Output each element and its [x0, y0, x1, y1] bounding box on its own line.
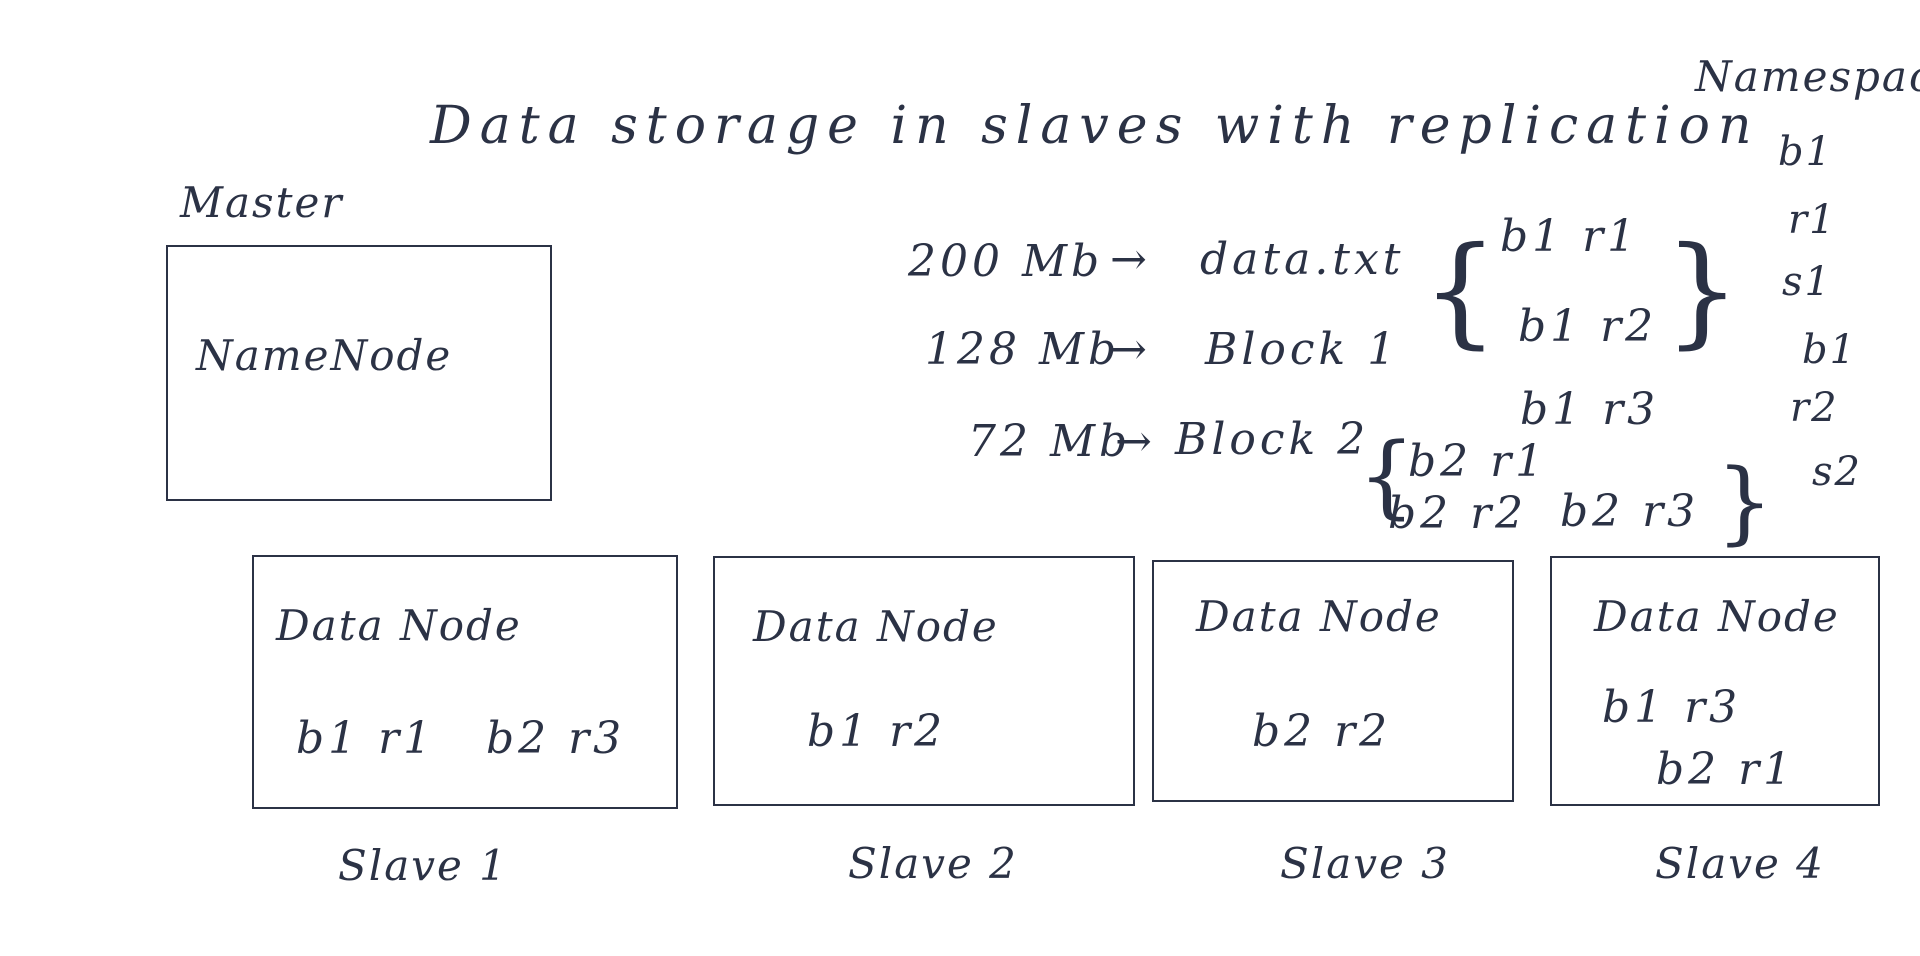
arrow-icon: →: [1110, 234, 1151, 285]
namenode-box: NameNode: [166, 245, 552, 501]
file-size: 72 Mb: [968, 416, 1132, 467]
left-brace-icon: {: [1422, 222, 1499, 361]
left-brace-icon: {: [1358, 424, 1416, 529]
namespace-entry: s2: [1812, 449, 1862, 495]
datanode-label: Data Node: [276, 601, 522, 650]
namespace-entry: b1: [1802, 327, 1858, 373]
datanode-label: Data Node: [1594, 592, 1840, 641]
file-target: data.txt: [1200, 234, 1405, 285]
block-replica: b2 r3: [486, 713, 626, 764]
block-replica: b1 r2: [807, 706, 947, 757]
namespace-entry: r1: [1788, 197, 1837, 243]
namespace-entry: b1: [1778, 129, 1834, 175]
file-target: Block 2: [1175, 414, 1370, 465]
datanode-box-slave-1: Data Node b1 r1 b2 r3: [252, 555, 678, 809]
datanode-label: Data Node: [1196, 592, 1442, 641]
replica-item: b1 r1: [1500, 211, 1640, 262]
namespace-entry: s1: [1782, 259, 1832, 305]
namenode-label: NameNode: [196, 331, 453, 380]
replica-item: b2 r3: [1560, 486, 1700, 537]
namespace-entry: r2: [1790, 385, 1839, 431]
arrow-icon: →: [1110, 324, 1151, 375]
slave-label: Slave 2: [848, 839, 1018, 888]
arrow-icon: →: [1115, 416, 1156, 467]
replica-item: b2 r2: [1388, 488, 1528, 539]
file-size: 200 Mb: [908, 236, 1104, 287]
block-replica: b1 r3: [1602, 682, 1742, 733]
block-replica: b1 r1: [296, 713, 436, 764]
replica-item: b1 r2: [1518, 301, 1658, 352]
datanode-box-slave-2: Data Node b1 r2: [713, 556, 1135, 806]
datanode-label: Data Node: [753, 602, 999, 651]
right-brace-icon: }: [1664, 222, 1741, 361]
namespace-label: Namespace: [1695, 52, 1920, 101]
block-replica: b2 r2: [1252, 706, 1392, 757]
file-size: 128 Mb: [925, 324, 1121, 375]
file-target: Block 1: [1205, 324, 1400, 375]
replica-item: b2 r1: [1408, 436, 1548, 487]
datanode-box-slave-3: Data Node b2 r2: [1152, 560, 1514, 802]
master-label: Master: [180, 178, 344, 227]
slave-label: Slave 4: [1655, 839, 1825, 888]
block-replica: b2 r1: [1656, 744, 1796, 795]
right-brace-icon: }: [1716, 450, 1774, 555]
slave-label: Slave 3: [1280, 839, 1450, 888]
diagram-title: Data storage in slaves with replication: [430, 96, 1760, 156]
replica-item: b1 r3: [1520, 384, 1660, 435]
datanode-box-slave-4: Data Node b1 r3 b2 r1: [1550, 556, 1880, 806]
slave-label: Slave 1: [338, 841, 508, 890]
